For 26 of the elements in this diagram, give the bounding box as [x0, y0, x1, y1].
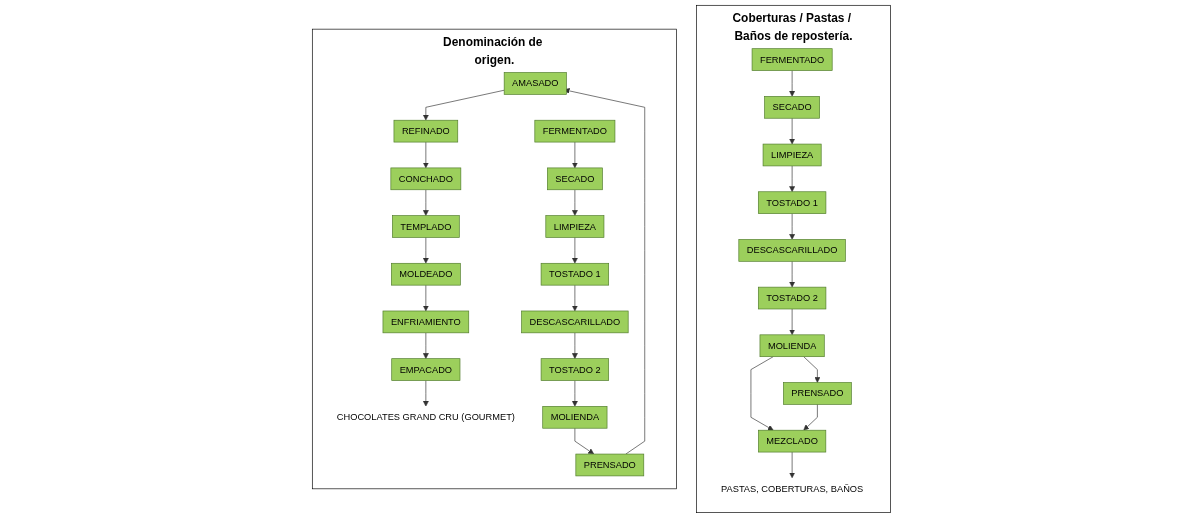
node-box: SECADO: [764, 96, 821, 119]
node-box: TEMPLADO: [392, 215, 460, 238]
node-text: PASTAS, COBERTURAS, BAÑOS: [721, 483, 864, 494]
node-box: DESCASCARILLADO: [521, 310, 629, 334]
node-box: LIMPIEZA: [762, 143, 822, 167]
node-box: AMASADO: [503, 72, 567, 95]
node-box: ENFRIAMIENTO: [382, 310, 470, 334]
node-box: TOSTADO 2: [540, 358, 610, 381]
node-box: TOSTADO 2: [758, 286, 827, 310]
node-box: LIMPIEZA: [545, 215, 605, 238]
node-box: MOLIENDA: [759, 334, 825, 358]
node-box: MEZCLADO: [758, 429, 827, 453]
node-box: MOLDEADO: [391, 263, 461, 286]
node-box: FERMENTADO: [751, 48, 833, 71]
node-box: CONCHADO: [390, 167, 462, 191]
node-box: SECADO: [547, 167, 603, 191]
node-box: TOSTADO 1: [758, 191, 827, 214]
node-box: FERMENTADO: [534, 119, 616, 143]
node-box: DESCASCARILLADO: [738, 239, 846, 262]
node-box: EMPACADO: [391, 358, 461, 381]
node-box: TOSTADO 1: [540, 263, 610, 286]
node-text: CHOCOLATES GRAND CRU (GOURMET): [336, 411, 516, 423]
node-box: PRENSADO: [783, 382, 852, 405]
node-box: MOLIENDA: [542, 406, 608, 429]
node-box: REFINADO: [393, 119, 459, 143]
node-box: PRENSADO: [575, 453, 645, 477]
